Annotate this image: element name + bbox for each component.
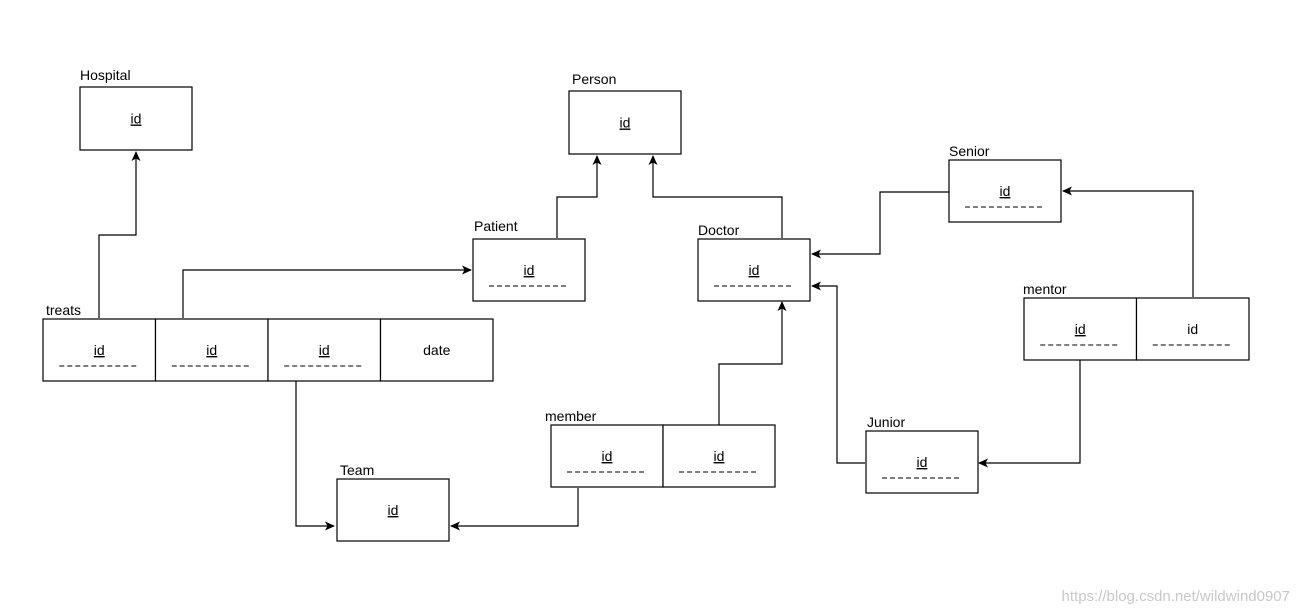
field-text-patient-0: id — [524, 262, 535, 278]
field-text-team-0: id — [388, 502, 399, 518]
table-cell-senior-0 — [948, 159, 1062, 223]
field-text-member-1: id — [714, 448, 725, 464]
connector-treats-team — [295, 381, 335, 531]
field-text-doctor-0: id — [749, 262, 760, 278]
table-mentor: mentor id id — [1023, 281, 1250, 361]
table-label-treats: treats — [46, 302, 81, 318]
table-label-team: Team — [340, 462, 374, 478]
table-senior: Senior id — [948, 143, 1062, 223]
table-junior: Junior id — [865, 414, 979, 494]
table-cell-person-0 — [568, 90, 682, 155]
table-cell-patient-0 — [472, 238, 586, 302]
field-text-junior-0: id — [917, 454, 928, 470]
connector-junior-doctor — [811, 281, 865, 464]
table-treats: treats id id id date — [42, 302, 494, 382]
field-text-treats-2: id — [319, 342, 330, 358]
connector-member-doctor — [718, 301, 787, 425]
field-text-senior-0: id — [1000, 183, 1011, 199]
field-text-treats-3: date — [423, 342, 450, 358]
table-team: Team id — [336, 462, 450, 542]
table-cell-treats-3 — [379, 318, 494, 382]
field-text-treats-0: id — [94, 342, 105, 358]
field-text-treats-1: id — [206, 342, 217, 358]
connector-treats-hospital — [98, 151, 141, 318]
table-cell-member-0 — [550, 424, 664, 488]
table-cell-team-0 — [336, 478, 450, 542]
table-cell-mentor-1 — [1135, 297, 1250, 361]
table-label-doctor: Doctor — [698, 222, 740, 238]
table-cell-mentor-0 — [1023, 297, 1138, 361]
table-cell-junior-0 — [865, 430, 979, 494]
table-label-mentor: mentor — [1023, 281, 1067, 297]
table-person: Person id — [568, 71, 682, 155]
watermark: https://blog.csdn.net/wildwind0907 — [1061, 588, 1290, 605]
connector-doctor-person — [648, 155, 783, 238]
table-cell-member-1 — [662, 424, 776, 488]
field-text-mentor-1: id — [1187, 321, 1198, 337]
table-patient: Patient id — [472, 218, 586, 302]
connector-senior-doctor — [811, 191, 949, 259]
connector-member-team — [450, 488, 579, 531]
table-label-member: member — [545, 408, 597, 424]
connector-mentor-junior — [978, 360, 1081, 468]
table-label-senior: Senior — [949, 143, 990, 159]
field-text-hospital-0: id — [131, 111, 142, 127]
table-cell-treats-2 — [267, 318, 382, 382]
table-cell-hospital-0 — [79, 86, 193, 151]
field-text-member-0: id — [602, 448, 613, 464]
field-text-person-0: id — [620, 115, 631, 131]
table-cell-treats-0 — [42, 318, 157, 382]
connector-treats-patient — [182, 265, 472, 318]
field-text-mentor-0: id — [1075, 321, 1086, 337]
table-member: member id id — [545, 408, 776, 488]
table-label-patient: Patient — [474, 218, 518, 234]
table-label-junior: Junior — [867, 414, 905, 430]
table-label-person: Person — [572, 71, 616, 87]
table-cell-treats-1 — [154, 318, 269, 382]
connector-mentor-senior — [1062, 186, 1194, 297]
table-hospital: Hospital id — [79, 67, 193, 151]
table-label-hospital: Hospital — [80, 67, 131, 83]
connector-patient-person — [556, 155, 602, 238]
table-doctor: Doctor id — [697, 222, 811, 302]
table-cell-doctor-0 — [697, 238, 811, 302]
